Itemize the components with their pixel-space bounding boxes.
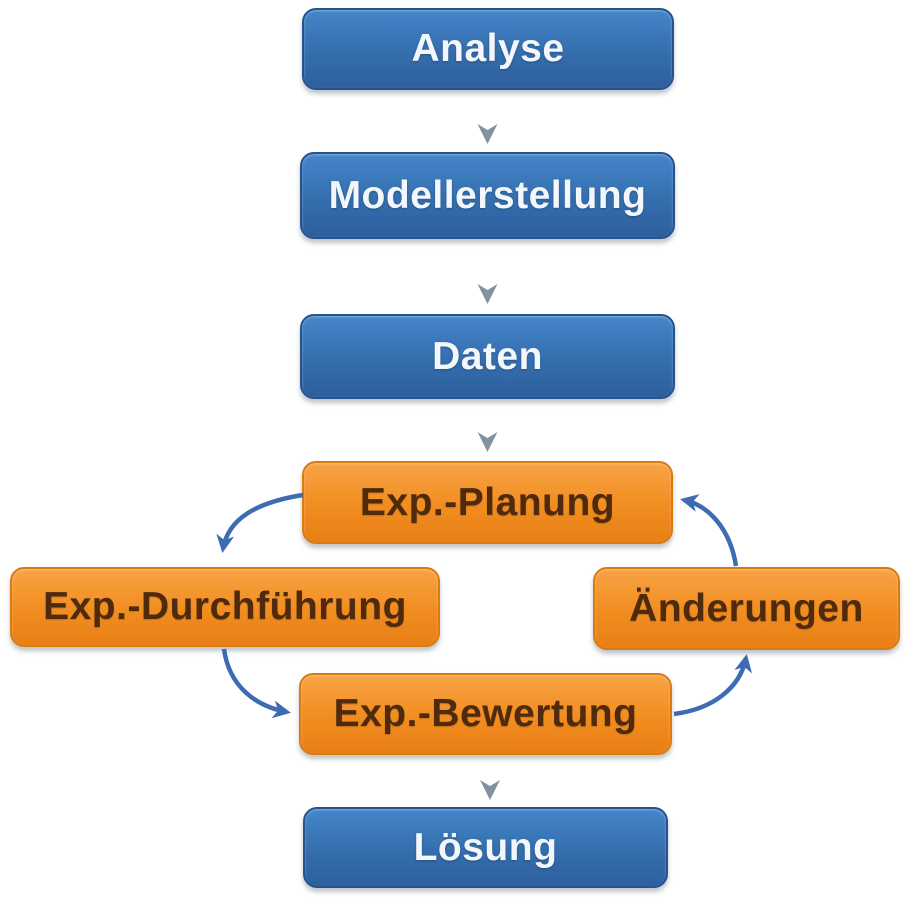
- node-exp-bewertung-label: Exp.-Bewertung: [333, 692, 638, 735]
- node-exp-bewertung: Exp.-Bewertung: [299, 673, 672, 755]
- arrow-exp-durchfuehrung-to-exp-bewertung: [221, 648, 291, 719]
- arrow-exp-bewertung-to-aenderungen: [673, 654, 753, 717]
- node-exp-planung: Exp.-Planung: [302, 461, 673, 544]
- node-daten-label: Daten: [432, 334, 543, 378]
- node-exp-durchfuehrung: Exp.-Durchführung: [10, 567, 440, 647]
- node-exp-planung-label: Exp.-Planung: [359, 480, 616, 524]
- node-daten: Daten: [300, 314, 675, 399]
- node-modellerstellung: Modellerstellung: [300, 152, 675, 239]
- arrow-aenderungen-to-exp-planung: [680, 494, 739, 567]
- node-loesung-label: Lösung: [413, 825, 558, 869]
- node-aenderungen: Änderungen: [593, 567, 900, 650]
- node-modellerstellung-label: Modellerstellung: [328, 173, 647, 217]
- node-analyse: Analyse: [302, 8, 674, 90]
- node-analyse-label: Analyse: [411, 27, 565, 70]
- node-exp-durchfuehrung-label: Exp.-Durchführung: [43, 585, 407, 628]
- node-loesung: Lösung: [303, 807, 668, 888]
- node-aenderungen-label: Änderungen: [629, 586, 864, 630]
- arrow-exp-planung-to-exp-durchfuehrung: [216, 492, 304, 553]
